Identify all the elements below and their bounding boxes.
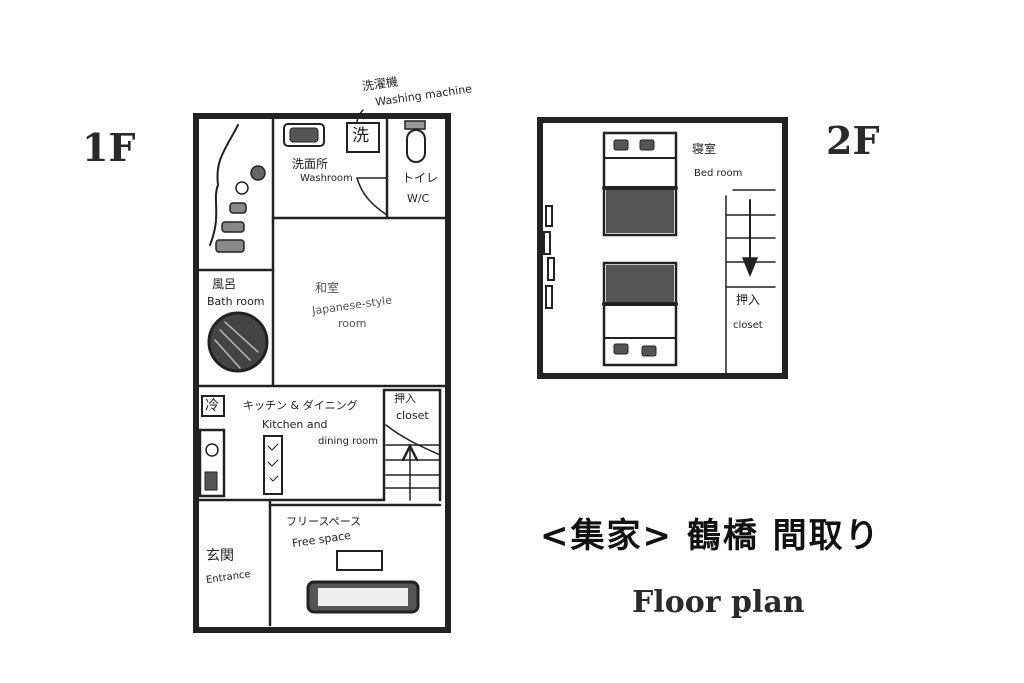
first-floor-stairs (385, 424, 441, 501)
bedroom-label-en: Bed room (694, 168, 743, 179)
washroom-label-en: Washroom (300, 173, 353, 184)
bathroom-label-en: Bath room (207, 295, 265, 308)
title-japanese: <集家> 鶴橋 間取り (540, 516, 881, 556)
entrance-label-jp: 玄関 (206, 548, 234, 564)
wardrobe (543, 205, 555, 309)
toilet-bowl (406, 129, 426, 163)
second-floor-closet-label-jp: 押入 (736, 293, 761, 307)
first-floor-closet-label-en: closet (396, 409, 429, 422)
washroom-sink (283, 123, 325, 147)
second-floor-stairs (725, 189, 776, 375)
free-space-label-jp: フリースペース (286, 515, 362, 528)
stove (198, 428, 226, 498)
kitchen-counter (263, 435, 283, 495)
garden-plant (209, 124, 239, 246)
kitchen-label-jp: キッチン & ダイニング (243, 399, 358, 412)
kitchen-label-en-2: dining room (318, 436, 378, 447)
first-floor-closet-label-jp: 押入 (394, 392, 416, 405)
washroom-label-jp: 洗面所 (292, 157, 329, 171)
washing-machine (346, 122, 380, 153)
kitchen-label-en-1: Kitchen and (262, 418, 328, 431)
first-floor-outline (193, 113, 451, 633)
bed-lower (602, 261, 678, 367)
low-table (336, 550, 383, 571)
second-floor-label: 2F (826, 118, 880, 163)
toilet-label-jp: トイレ (402, 171, 439, 185)
japanese-room-label-en-2: room (338, 317, 367, 330)
toilet-label-en: W/C (407, 192, 430, 205)
first-floor-label: 1F (82, 125, 136, 170)
bedroom-label-jp: 寝室 (692, 142, 717, 156)
bathtub (207, 311, 269, 373)
bathroom-label-jp: 風呂 (212, 277, 237, 291)
first-floor-walls (196, 116, 450, 627)
title-english: Floor plan (632, 585, 805, 620)
washing-machine-symbol: 洗 (352, 126, 369, 146)
fridge-symbol: 冷 (205, 398, 219, 414)
second-floor-outline (537, 117, 788, 379)
second-floor-closet-label-en: closet (733, 320, 763, 331)
japanese-room-label-jp: 和室 (315, 281, 340, 295)
bed-upper (602, 131, 678, 237)
fridge (201, 395, 225, 417)
